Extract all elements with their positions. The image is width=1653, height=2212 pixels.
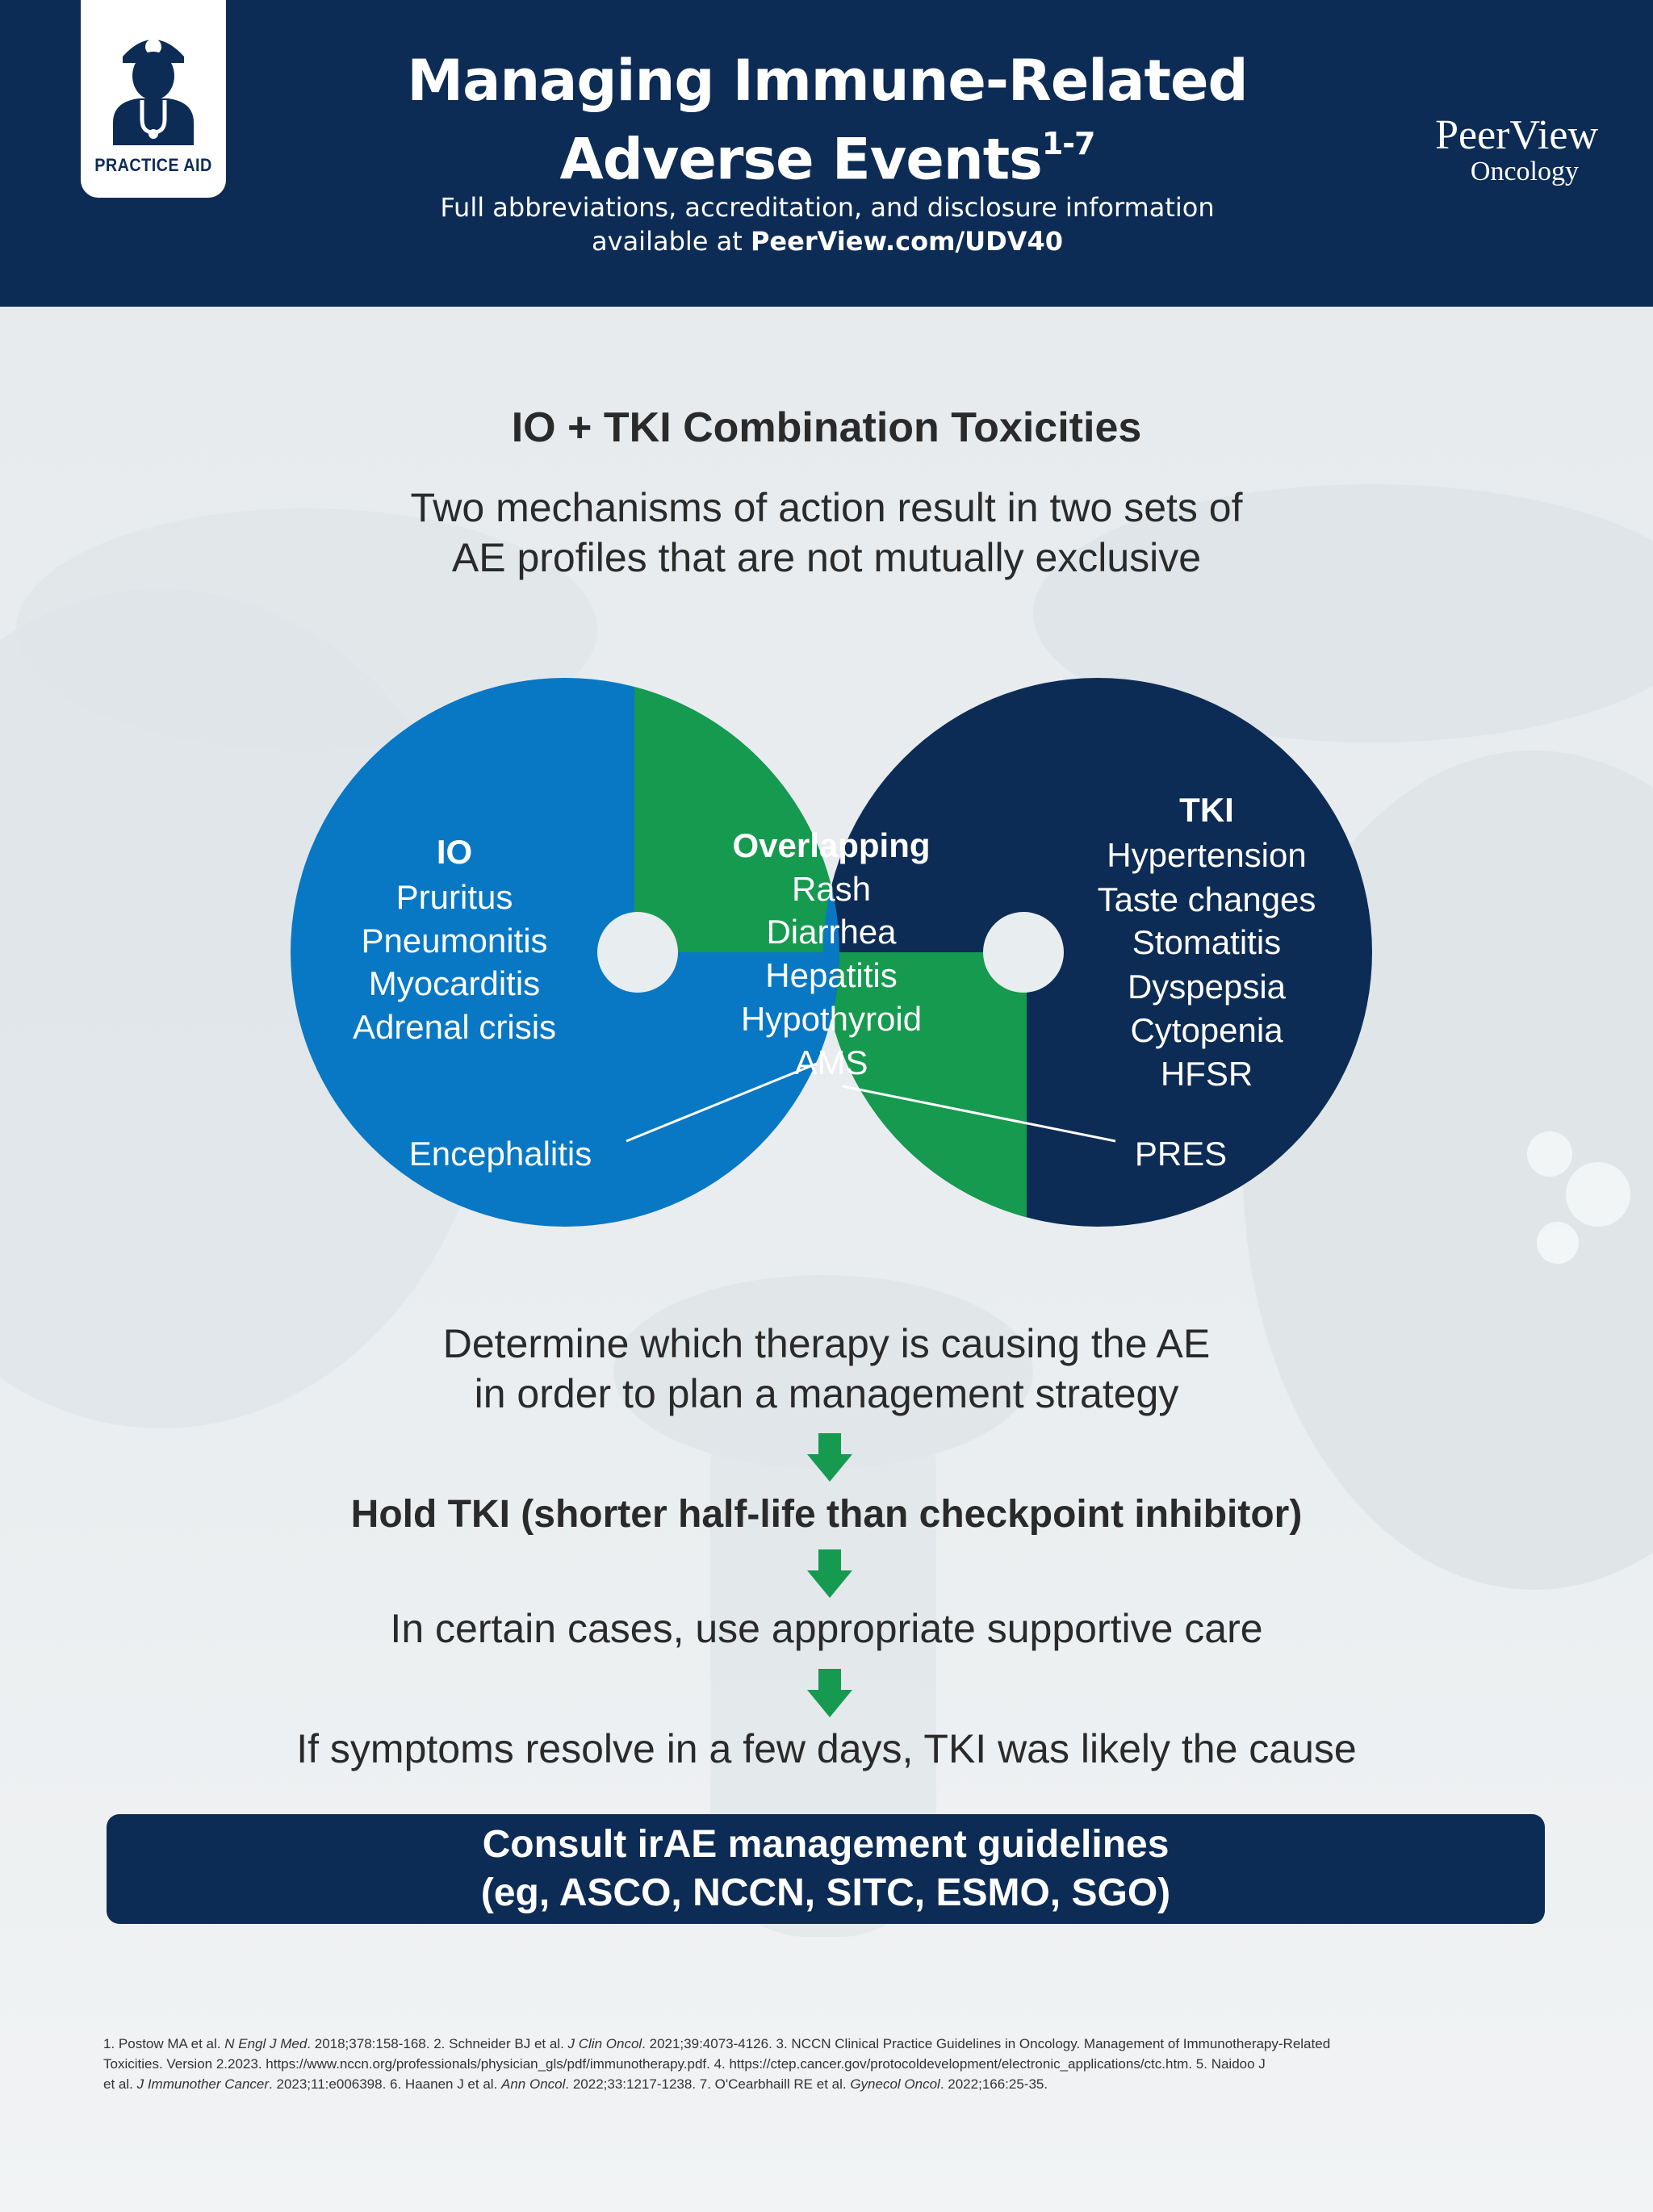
overlap-item: Hepatitis [765,956,897,994]
brand-sub: Oncology [1470,157,1579,186]
determine-step: Determine which therapy is causing the A… [442,1321,1211,1416]
overlap-item: Rash [792,870,871,908]
guidelines-line1: Consult irAE management guidelines [482,1823,1170,1866]
hold-tki-step: Hold TKI (shorter half-life than checkpo… [350,1493,1303,1536]
venn-left-hole [597,912,678,993]
tki-item: Dyspepsia [1128,968,1287,1006]
title-superscript: 1-7 [1041,126,1096,161]
tki-heading: TKI [1179,791,1234,829]
encephalitis-callout: Encephalitis [409,1135,592,1173]
tki-item: Stomatitis [1132,923,1281,961]
arrow-shape [807,1669,852,1717]
connector-left [626,1062,818,1143]
tki-item: HFSR [1161,1055,1253,1093]
io-item: Adrenal crisis [353,1008,556,1046]
brand-name: PeerView [1435,112,1598,158]
guidelines-callout-box: Consult irAE management guidelines (eg, … [107,1814,1545,1924]
peerview-oncology-logo: PeerView Oncology [1356,113,1598,186]
venn-right-hole [983,912,1064,993]
io-item: Pneumonitis [361,922,547,960]
section-subtitle: Two mechanisms of action result in two s… [410,485,1243,580]
io-item: Pruritus [396,878,513,916]
connector-right [842,1085,1116,1143]
symptoms-resolve-step: If symptoms resolve in a few days, TKI w… [296,1726,1357,1771]
practice-aid-badge: PRACTICE AID [81,0,226,198]
arrow-shape [807,1433,852,1482]
venn-diagram: IO Pruritus Pneumonitis Myocarditis Adre… [291,678,1372,1227]
page-subtitle: Full abbreviations, accreditation, and d… [440,192,1215,257]
overlap-heading: Overlapping [732,826,930,864]
arrow-down-icon [807,1549,852,1598]
overlap-item: Diarrhea [766,913,897,951]
tki-item: Hypertension [1107,836,1306,874]
header-banner: PRACTICE AID Managing Immune-Related Adv… [0,0,1653,307]
io-heading: IO [437,833,472,871]
section-title: IO + TKI Combination Toxicities [511,404,1142,451]
arrow-down-icon [807,1669,852,1717]
pres-callout: PRES [1135,1135,1227,1173]
references: 1. Postow MA et al. N Engl J Med. 2018;3… [103,2036,1331,2092]
venn-overlap-top [634,687,831,952]
page-title: Managing Immune-Related Adverse Events1-… [407,48,1248,193]
guidelines-line2: (eg, ASCO, NCCN, SITC, ESMO, SGO) [480,1871,1171,1914]
peerview-link[interactable]: PeerView.com/UDV40 [750,226,1063,257]
overlap-item: Hypothyroid [741,1000,922,1038]
doctor-icon [113,39,194,145]
io-item: Myocarditis [369,964,540,1002]
tki-item: Cytopenia [1130,1011,1283,1049]
venn-overlap-bottom [831,952,1027,1218]
supportive-care-step: In certain cases, use appropriate suppor… [390,1606,1263,1651]
tki-item: Taste changes [1098,880,1316,918]
arrow-shape [807,1549,852,1598]
practice-aid-label: PRACTICE AID [94,155,212,175]
overlap-item: AMS [794,1043,868,1081]
arrow-down-icon [807,1433,852,1482]
